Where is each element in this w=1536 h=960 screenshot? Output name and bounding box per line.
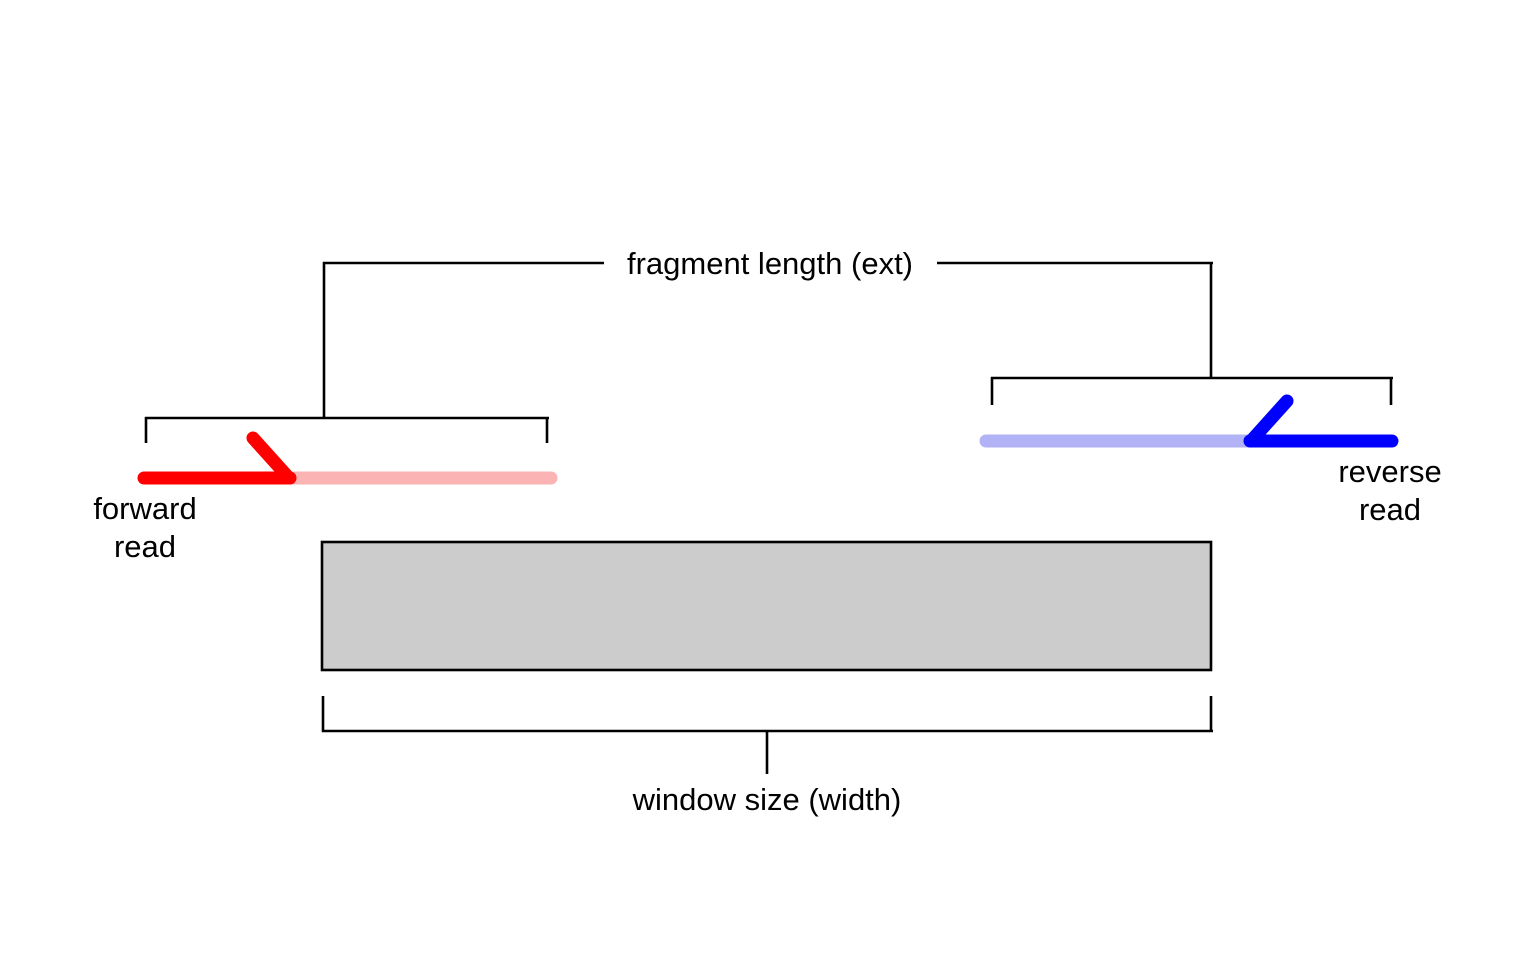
reverse-read-arrow: [979, 394, 1399, 448]
fragment-length-label: fragment length (ext): [627, 246, 913, 281]
forward-read-label-line1: forward: [93, 491, 196, 526]
window-size-bracket: [321, 696, 1213, 774]
forward-read-arrowhead: [246, 431, 296, 485]
forward-read-arrow: [137, 431, 558, 485]
reverse-read-label-line1: reverse: [1338, 454, 1441, 489]
window-size-label: window size (width): [632, 782, 902, 817]
reverse-read-label-line2: read: [1359, 492, 1421, 527]
reverse-read-arrowhead: [1244, 394, 1294, 448]
forward-read-bracket: [144, 416, 549, 443]
window-rectangle: [320, 540, 1213, 672]
reverse-read-bracket: [990, 376, 1393, 405]
forward-read-label-line2: read: [114, 529, 176, 564]
fragment-length-bracket: [322, 261, 1213, 417]
